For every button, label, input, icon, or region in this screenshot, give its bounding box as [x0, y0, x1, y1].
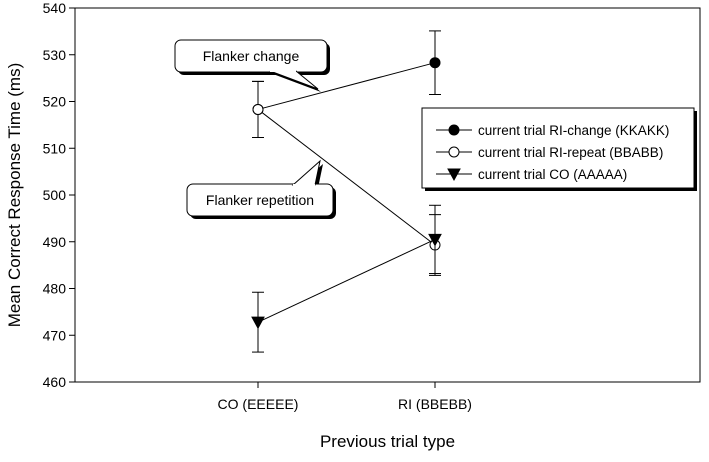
series-group — [251, 30, 442, 353]
legend-label: current trial RI-change (KKAKK) — [478, 123, 669, 138]
y-tick-label: 500 — [43, 187, 67, 203]
data-point — [252, 103, 264, 115]
legend-label: current trial CO (AAAAA) — [478, 167, 627, 182]
y-tick-label: 510 — [43, 140, 67, 156]
y-axis-label: Mean Correct Response Time (ms) — [5, 63, 24, 328]
legend-marker — [448, 146, 460, 158]
data-point — [428, 233, 442, 247]
legend-label: current trial RI-repeat (BBABB) — [478, 145, 663, 160]
y-tick-label: 540 — [43, 0, 67, 16]
callout-flanker-repetition: Flanker repetition — [186, 159, 336, 219]
legend-marker — [447, 168, 461, 182]
y-tick-label: 520 — [43, 94, 67, 110]
legend-box — [421, 107, 695, 189]
data-point — [251, 316, 265, 330]
axes-group: 460 470 480 490 500 510 520 530 540 CO (EEEEE) RI … — [5, 0, 701, 451]
y-tick-label: 460 — [43, 374, 67, 390]
series-line-3 — [257, 238, 436, 323]
y-tick-label: 480 — [43, 281, 67, 297]
y-tick-label: 490 — [43, 234, 67, 250]
legend-marker — [448, 124, 460, 136]
series-line-2 — [257, 109, 436, 246]
y-tick-label: 470 — [43, 327, 67, 343]
callout-flanker-change-box — [174, 39, 328, 73]
callout-flanker-change: Flanker change — [174, 39, 330, 92]
callout-flanker-repetition-box — [186, 183, 334, 217]
data-point — [429, 57, 441, 69]
callout-flanker-change-tail-shadow — [273, 74, 321, 92]
callout-flanker-repetition-tail — [291, 159, 321, 186]
series-line-1 — [257, 62, 436, 110]
x-tick-label: RI (BBEBB) — [398, 396, 472, 412]
callout-flanker-change-text: Flanker change — [203, 48, 300, 64]
x-axis-label: Previous trial type — [320, 432, 455, 451]
y-tick-label: 530 — [43, 47, 67, 63]
callout-flanker-repetition-text: Flanker repetition — [206, 192, 314, 208]
plot-frame — [74, 7, 701, 383]
x-tick-label: CO (EEEEE) — [218, 396, 299, 412]
legend-group: current trial RI-change (KKAKK) current t… — [421, 107, 697, 191]
